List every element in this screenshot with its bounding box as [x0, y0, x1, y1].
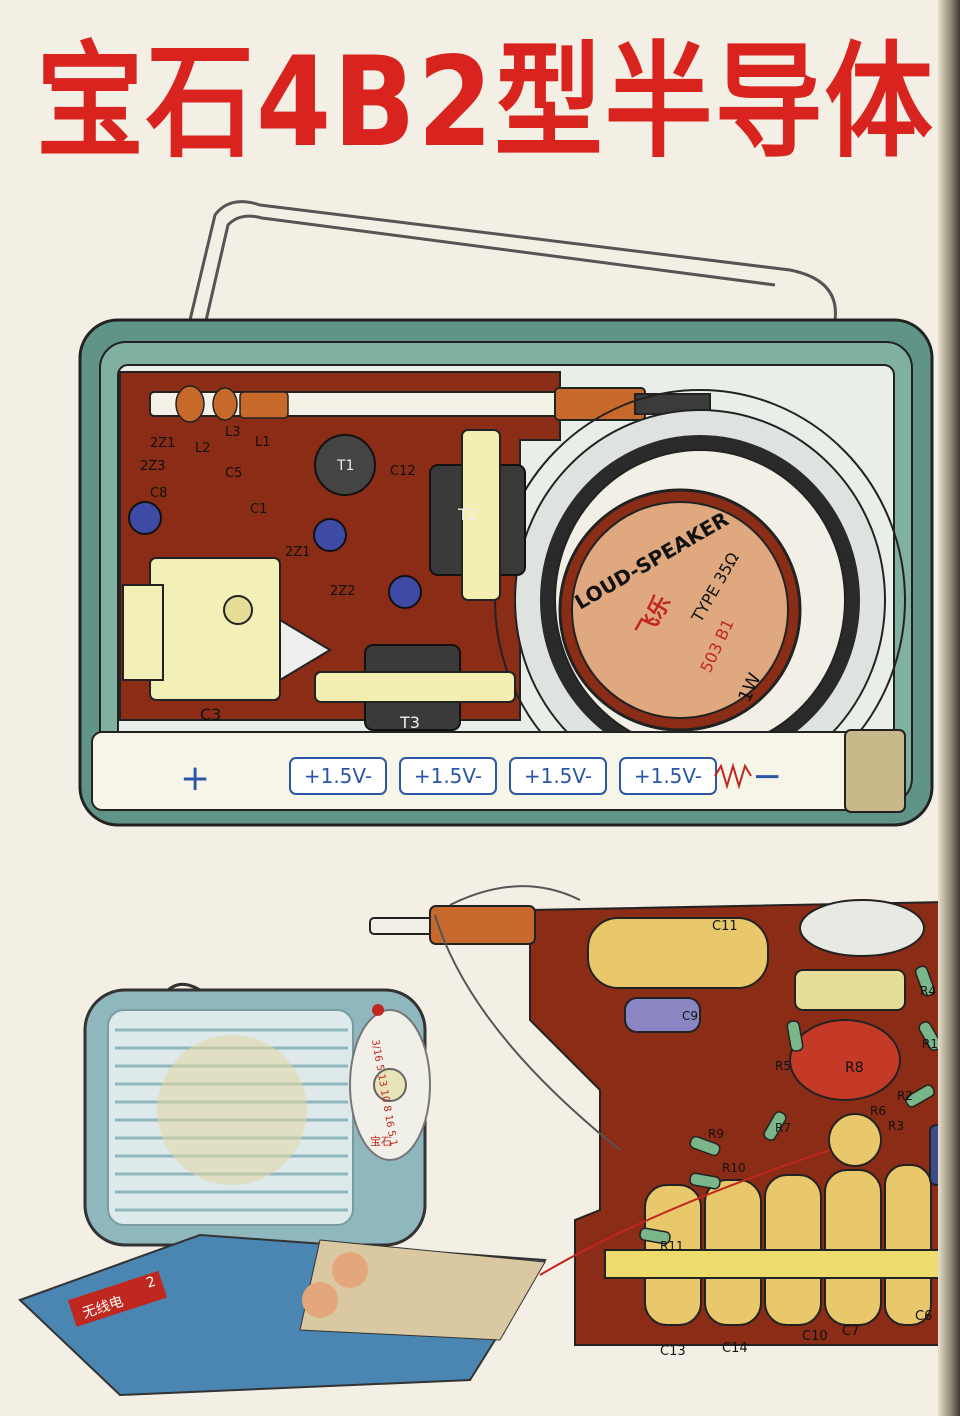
- svg-text:+1.5V-: +1.5V-: [414, 764, 482, 788]
- battery-cells: +1.5V- +1.5V- +1.5V- +1.5V-: [289, 757, 752, 795]
- svg-text:2Z1: 2Z1: [285, 545, 310, 560]
- loudspeaker: LOUD-SPEAKER TYPE 35Ω 503 B1 飞乐 1W: [494, 389, 906, 811]
- svg-text:+1.5V-: +1.5V-: [524, 764, 592, 788]
- svg-text:+1.5V-: +1.5V-: [304, 764, 372, 788]
- transistor: [128, 501, 422, 609]
- svg-text:R8: R8: [845, 1060, 864, 1076]
- carry-handle: [188, 200, 837, 326]
- svg-text:C8: C8: [150, 486, 167, 501]
- svg-text:C7: C7: [842, 1324, 859, 1339]
- magazine: 无线电 2: [18, 1233, 547, 1397]
- svg-text:R6: R6: [870, 1104, 886, 1118]
- svg-text:2Z1: 2Z1: [150, 436, 175, 451]
- svg-text:R1: R1: [922, 1037, 938, 1051]
- svg-text:+: +: [180, 758, 210, 799]
- svg-text:C14: C14: [722, 1341, 748, 1356]
- svg-text:C13: C13: [660, 1344, 686, 1359]
- svg-text:R2: R2: [897, 1089, 913, 1103]
- svg-text:C10: C10: [802, 1329, 828, 1344]
- svg-text:+1.5V-: +1.5V-: [634, 764, 702, 788]
- battery-pack: + −: [91, 729, 906, 813]
- svg-text:宝石: 宝石: [370, 1134, 392, 1148]
- page-title: 宝石4B2型半导体收音机: [36, 31, 960, 162]
- svg-text:C11: C11: [712, 919, 738, 934]
- svg-text:−: −: [752, 756, 782, 797]
- svg-text:T1: T1: [336, 458, 354, 474]
- transformer-t2: T2: [429, 429, 526, 601]
- svg-text:L2: L2: [195, 441, 211, 456]
- svg-text:C3: C3: [200, 705, 221, 724]
- assembled-radio: 3/16 5 13 10 8 16 5 1 宝石: [83, 982, 431, 1247]
- svg-text:R4: R4: [920, 984, 936, 998]
- svg-text:R9: R9: [708, 1127, 724, 1141]
- svg-text:2Z3: 2Z3: [140, 459, 165, 474]
- transformer-t3: T3: [314, 644, 516, 732]
- tuning-capacitor: C3: [122, 557, 332, 724]
- chassis-labels: 2Z1 2Z3 C8 C5 C1 L2 L1 L3 C12 2Z1 2Z2: [140, 425, 416, 599]
- svg-text:C6: C6: [915, 1309, 932, 1324]
- svg-text:T2: T2: [457, 505, 478, 524]
- svg-text:C5: C5: [225, 466, 242, 481]
- svg-text:R3: R3: [888, 1119, 904, 1133]
- book-spine: [938, 0, 960, 1416]
- svg-text:C12: C12: [390, 464, 416, 479]
- svg-text:R11: R11: [660, 1239, 684, 1253]
- svg-text:R7: R7: [775, 1121, 791, 1135]
- svg-text:T3: T3: [399, 713, 420, 732]
- svg-text:L3: L3: [225, 425, 241, 440]
- svg-text:L1: L1: [255, 435, 271, 450]
- svg-text:2Z2: 2Z2: [330, 584, 355, 599]
- svg-text:C9: C9: [682, 1009, 698, 1023]
- svg-text:C1: C1: [250, 502, 267, 517]
- component-board: C11 C9 R8 C13 C14 C10: [369, 885, 957, 1359]
- svg-text:R5: R5: [775, 1059, 791, 1073]
- transformer-t1: T1: [314, 434, 376, 496]
- svg-text:R10: R10: [722, 1161, 746, 1175]
